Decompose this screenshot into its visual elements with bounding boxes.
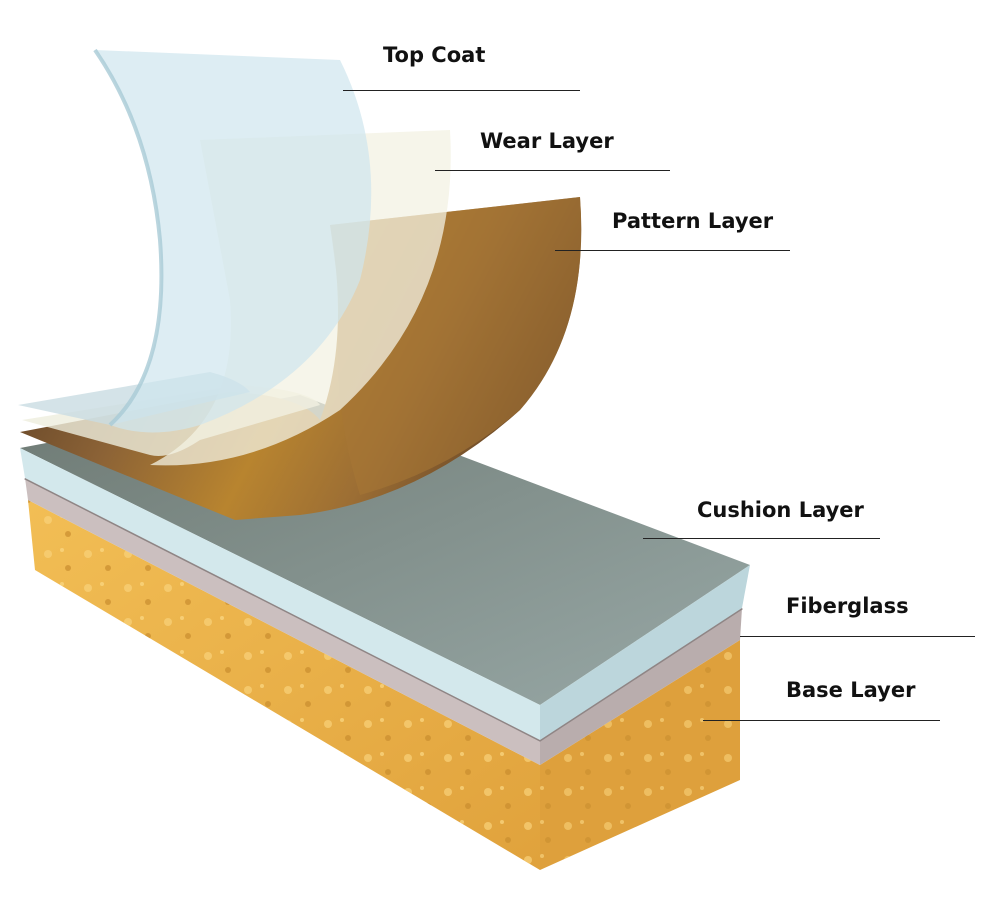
label-fiberglass: Fiberglass [786, 594, 909, 618]
label-base-layer: Base Layer [786, 678, 916, 702]
leader-line-top-coat [343, 90, 580, 91]
label-pattern-layer: Pattern Layer [612, 209, 774, 233]
top-coat-layer [18, 48, 372, 433]
label-wear-layer: Wear Layer [480, 129, 614, 153]
leader-line-wear-layer [435, 170, 670, 171]
label-top-coat: Top Coat [383, 43, 486, 67]
leader-line-base-layer [703, 720, 940, 721]
leader-line-fiberglass [740, 636, 975, 637]
base-layer [28, 500, 740, 870]
label-cushion-layer: Cushion Layer [697, 498, 864, 522]
leader-line-cushion-layer [643, 538, 880, 539]
leader-line-pattern-layer [555, 250, 790, 251]
